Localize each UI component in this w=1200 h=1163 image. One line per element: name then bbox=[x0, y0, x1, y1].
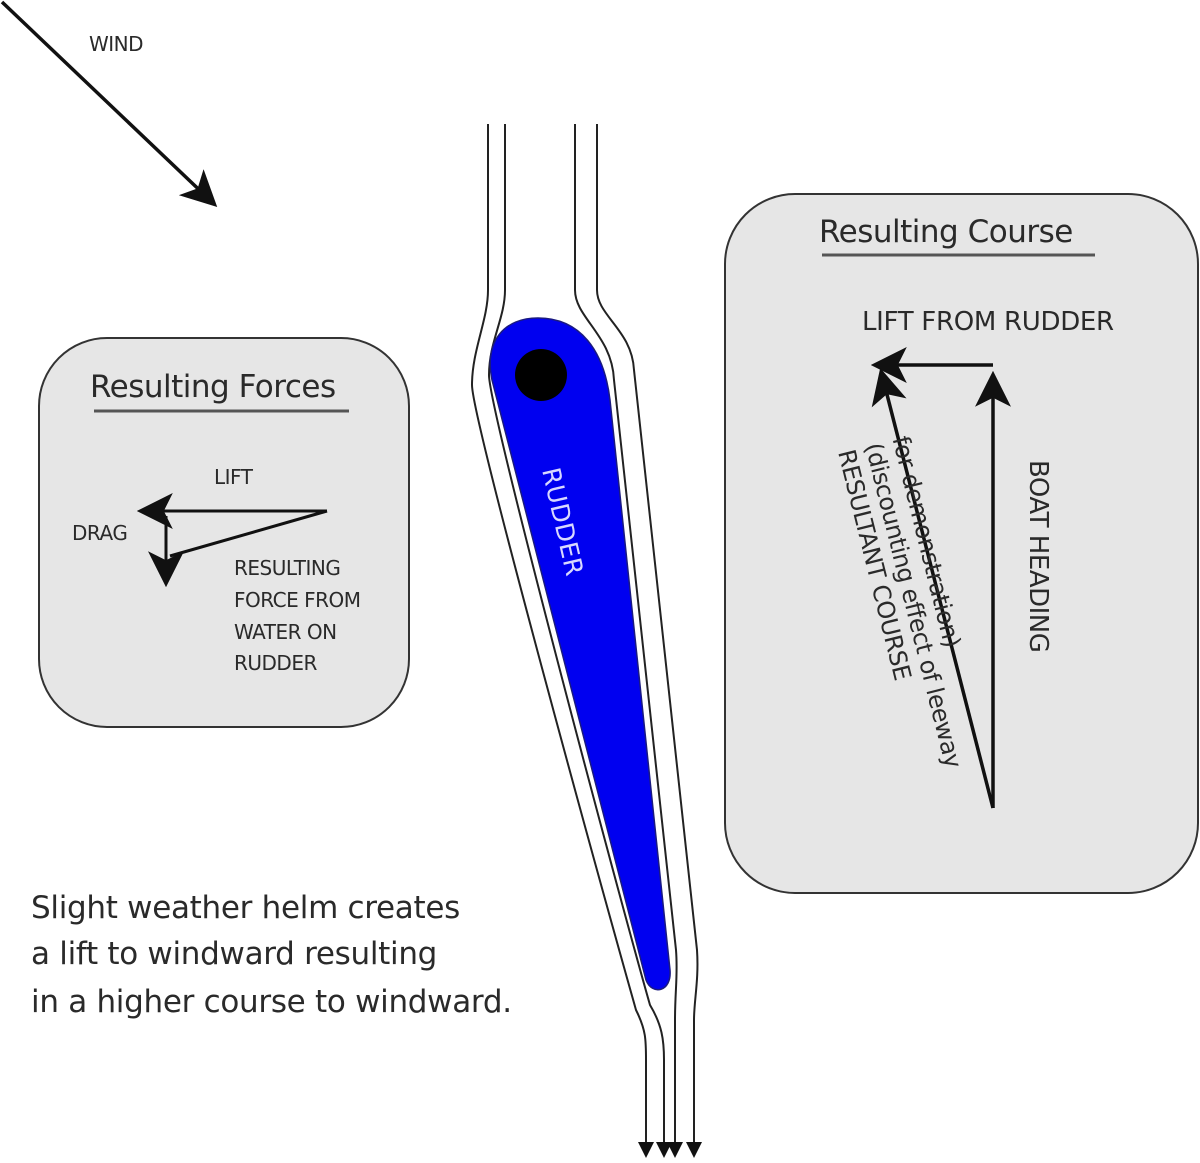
boat-heading-label: BOAT HEADING bbox=[1023, 460, 1053, 652]
wind-indicator: WIND bbox=[0, 0, 218, 207]
wind-label: WIND bbox=[89, 32, 143, 56]
wind-arrow-icon bbox=[0, 0, 218, 207]
resulting-forces-panel: Resulting Forces LIFT DRAG RESULTING FOR… bbox=[38, 337, 410, 728]
caption-text: Slight weather helm creates a lift to wi… bbox=[31, 890, 512, 1020]
course-panel-title: Resulting Course bbox=[819, 214, 1073, 250]
rudder-blade bbox=[489, 317, 671, 991]
resultant-course-arrow bbox=[871, 368, 995, 809]
flow-line bbox=[574, 124, 678, 1148]
forces-panel-title: Resulting Forces bbox=[90, 369, 336, 405]
flow-line bbox=[596, 124, 699, 1148]
rudder: RUDDER bbox=[489, 317, 671, 991]
drag-label: DRAG bbox=[72, 521, 127, 545]
lift-from-rudder-label: LIFT FROM RUDDER bbox=[862, 307, 1114, 337]
lift-label: LIFT bbox=[214, 465, 254, 489]
resultant-force-line bbox=[169, 509, 328, 558]
rudder-pivot-icon bbox=[515, 349, 567, 401]
flow-arrowheads bbox=[638, 1142, 702, 1158]
flow-line bbox=[470, 124, 647, 1148]
resulting-course-panel: Resulting Course LIFT FROM RUDDER BOAT H… bbox=[724, 193, 1199, 894]
resultant-force-label: RESULTING FORCE FROM WATER ON RUDDER bbox=[234, 556, 366, 675]
